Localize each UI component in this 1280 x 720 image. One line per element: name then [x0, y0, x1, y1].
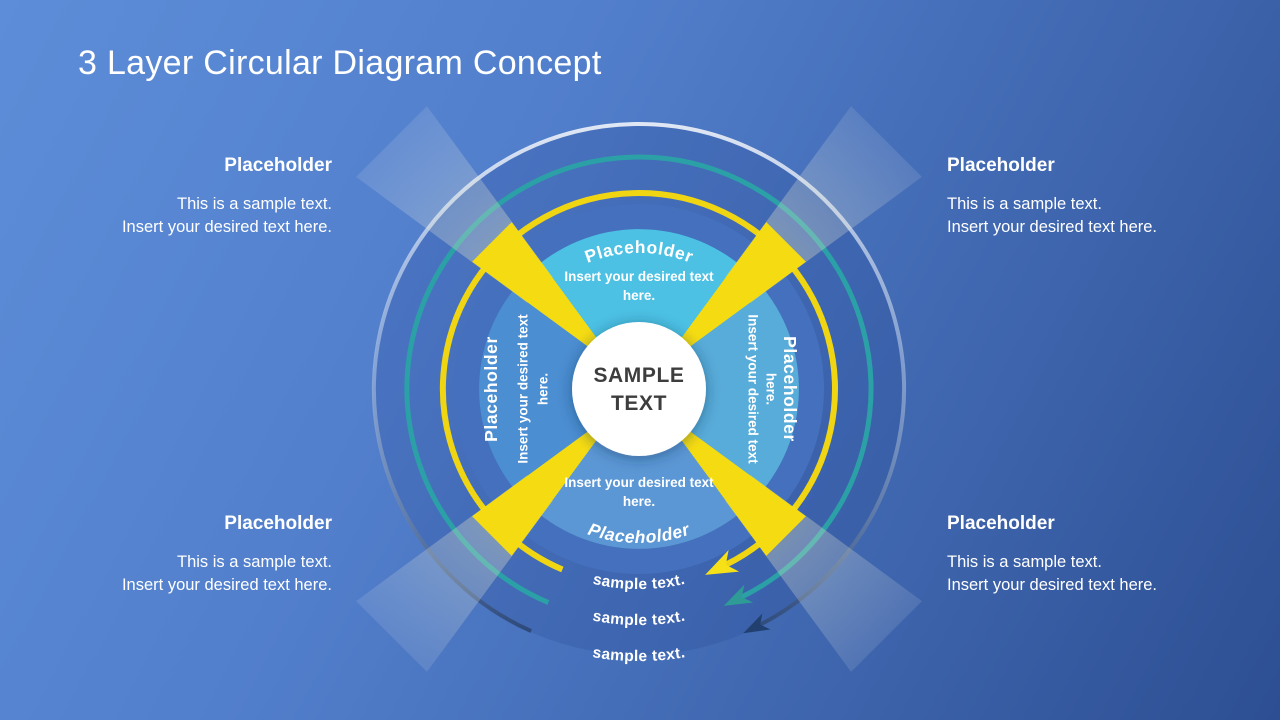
callout-body-line2: Insert your desired text here.: [121, 218, 332, 236]
segment-left-body-line2: here.: [536, 373, 551, 405]
callout-heading: Placeholder: [947, 513, 1055, 534]
callout-top-left: Placeholder This is a sample text. Inser…: [42, 155, 332, 239]
segment-bottom-body-line2: here.: [623, 494, 655, 509]
segment-top: [525, 229, 753, 389]
segment-top-body-line1: Insert your desired text: [564, 269, 714, 284]
layer1-ring-yellow: [439, 190, 838, 575]
layer3-ring-outer: [372, 122, 906, 634]
segment-right: [639, 275, 799, 503]
callout-body: This is a sample text. Insert your desir…: [947, 551, 1237, 597]
callout-body-line2: Insert your desired text here.: [121, 576, 332, 594]
callout-heading: Placeholder: [947, 155, 1055, 176]
layer3-label-text: sample text.: [591, 644, 686, 665]
callout-heading: Placeholder: [224, 513, 332, 534]
callout-top-right: Placeholder This is a sample text. Inser…: [947, 155, 1237, 239]
inner-band: [454, 204, 824, 574]
center-text-line1: SAMPLE: [593, 364, 684, 387]
layer3-label: sample text.: [591, 644, 686, 665]
layer2-label: sample text.: [591, 608, 686, 630]
segment-left-heading: Placeholder: [481, 336, 501, 442]
slide-title: 3 Layer Circular Diagram Concept: [78, 44, 602, 82]
segment-right-heading: Placeholder: [780, 336, 800, 442]
callout-body: This is a sample text. Insert your desir…: [947, 193, 1237, 239]
segment-left-body-line1: Insert your desired text: [516, 314, 531, 464]
segment-bottom-body-line1: Insert your desired text: [564, 475, 714, 490]
callout-body: This is a sample text. Insert your desir…: [42, 193, 332, 239]
callout-body: This is a sample text. Insert your desir…: [42, 551, 332, 597]
segment-bottom: [525, 389, 753, 549]
layer1-label: sample text.: [591, 571, 686, 593]
callout-body-line1: This is a sample text.: [177, 195, 332, 213]
segment-top-body-line2: here.: [623, 288, 655, 303]
callout-bottom-left: Placeholder This is a sample text. Inser…: [42, 513, 332, 597]
callout-heading: Placeholder: [224, 155, 332, 176]
segment-right-body-line2: here.: [764, 373, 779, 405]
segment-left: [479, 275, 639, 503]
callout-body-line1: This is a sample text.: [947, 195, 1102, 213]
layer2-label-text: sample text.: [591, 608, 686, 630]
callout-body-line1: This is a sample text.: [177, 553, 332, 571]
callout-body-line2: Insert your desired text here.: [947, 576, 1158, 594]
layer2-ring-teal: [404, 154, 874, 606]
center-circle: [572, 322, 706, 456]
callout-body-line1: This is a sample text.: [947, 553, 1102, 571]
center-text-line2: TEXT: [611, 392, 667, 415]
segment-right-body-line1: Insert your desired text: [746, 314, 761, 464]
layer1-label-text: sample text.: [591, 571, 686, 593]
callout-bottom-right: Placeholder This is a sample text. Inser…: [947, 513, 1237, 597]
callout-body-line2: Insert your desired text here.: [947, 218, 1158, 236]
